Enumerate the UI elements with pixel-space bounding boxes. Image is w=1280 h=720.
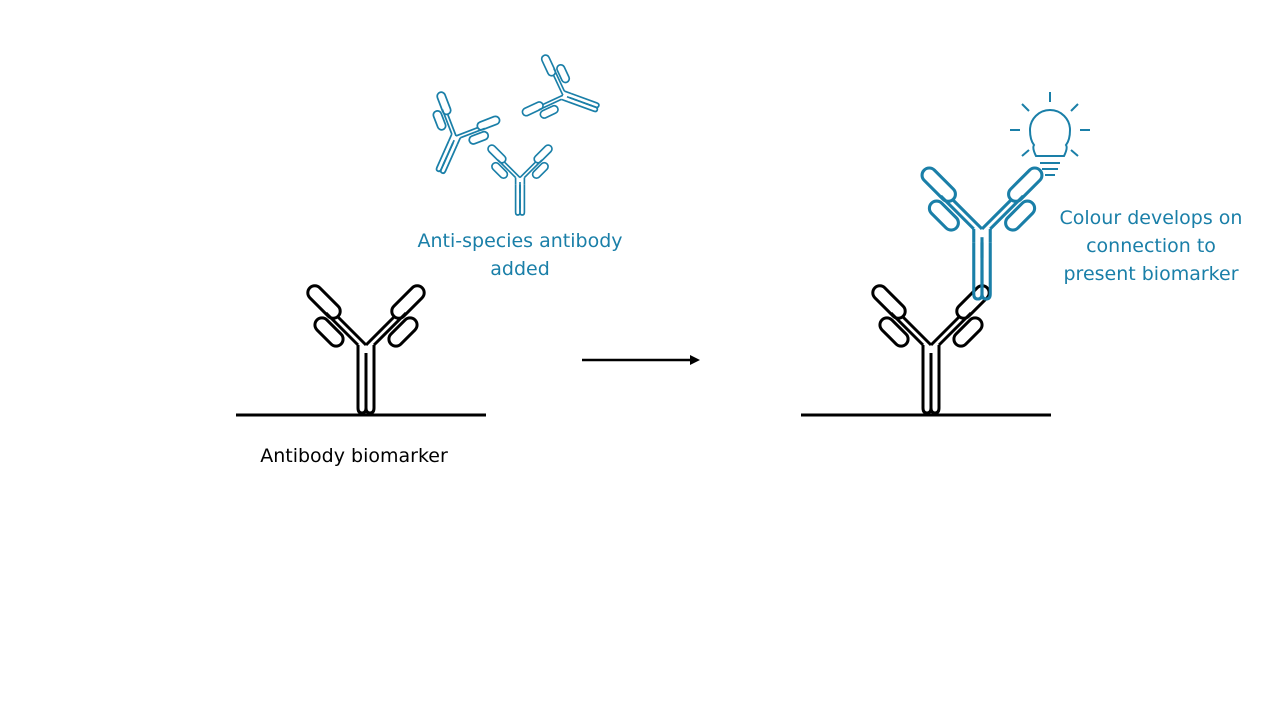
added-label-line1: Anti-species antibody <box>417 230 623 252</box>
added-label: Anti-species antibody added <box>398 227 642 283</box>
result-label-line2: connection to <box>1086 235 1216 257</box>
left-biomarker-antibody-icon <box>303 281 429 415</box>
added-label-line2: added <box>490 258 550 280</box>
lightbulb-icon <box>1010 92 1090 176</box>
bound-anti-species-antibody-icon <box>917 163 1047 301</box>
process-arrow <box>582 355 700 365</box>
result-label: Colour develops on connection to present… <box>1040 204 1262 288</box>
biomarker-caption-text: Antibody biomarker <box>260 445 448 467</box>
biomarker-caption: Antibody biomarker <box>236 442 472 470</box>
result-label-line1: Colour develops on <box>1059 207 1243 229</box>
anti-species-antibody-icon-2 <box>485 142 555 216</box>
result-label-line3: present biomarker <box>1063 263 1239 285</box>
anti-species-antibody-icon-1 <box>406 87 504 188</box>
right-biomarker-antibody-icon <box>868 281 994 415</box>
anti-species-antibody-icon-3 <box>518 51 611 141</box>
